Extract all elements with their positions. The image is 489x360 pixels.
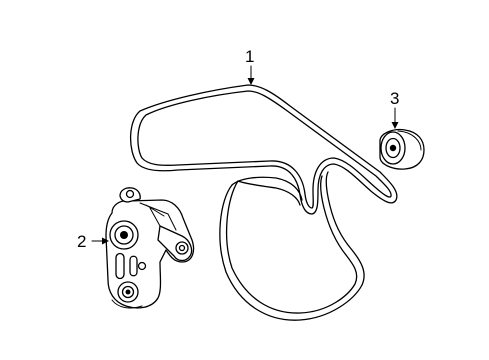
leader-1 [247,65,255,85]
leader-2 [91,237,109,245]
idler-pulley [379,128,425,170]
callout-1: 1 [245,47,254,66]
leader-3 [391,107,399,129]
callout-2: 2 [77,232,86,251]
serpentine-belt [129,84,398,321]
belt-tensioner [105,187,195,309]
callout-3: 3 [390,89,399,108]
